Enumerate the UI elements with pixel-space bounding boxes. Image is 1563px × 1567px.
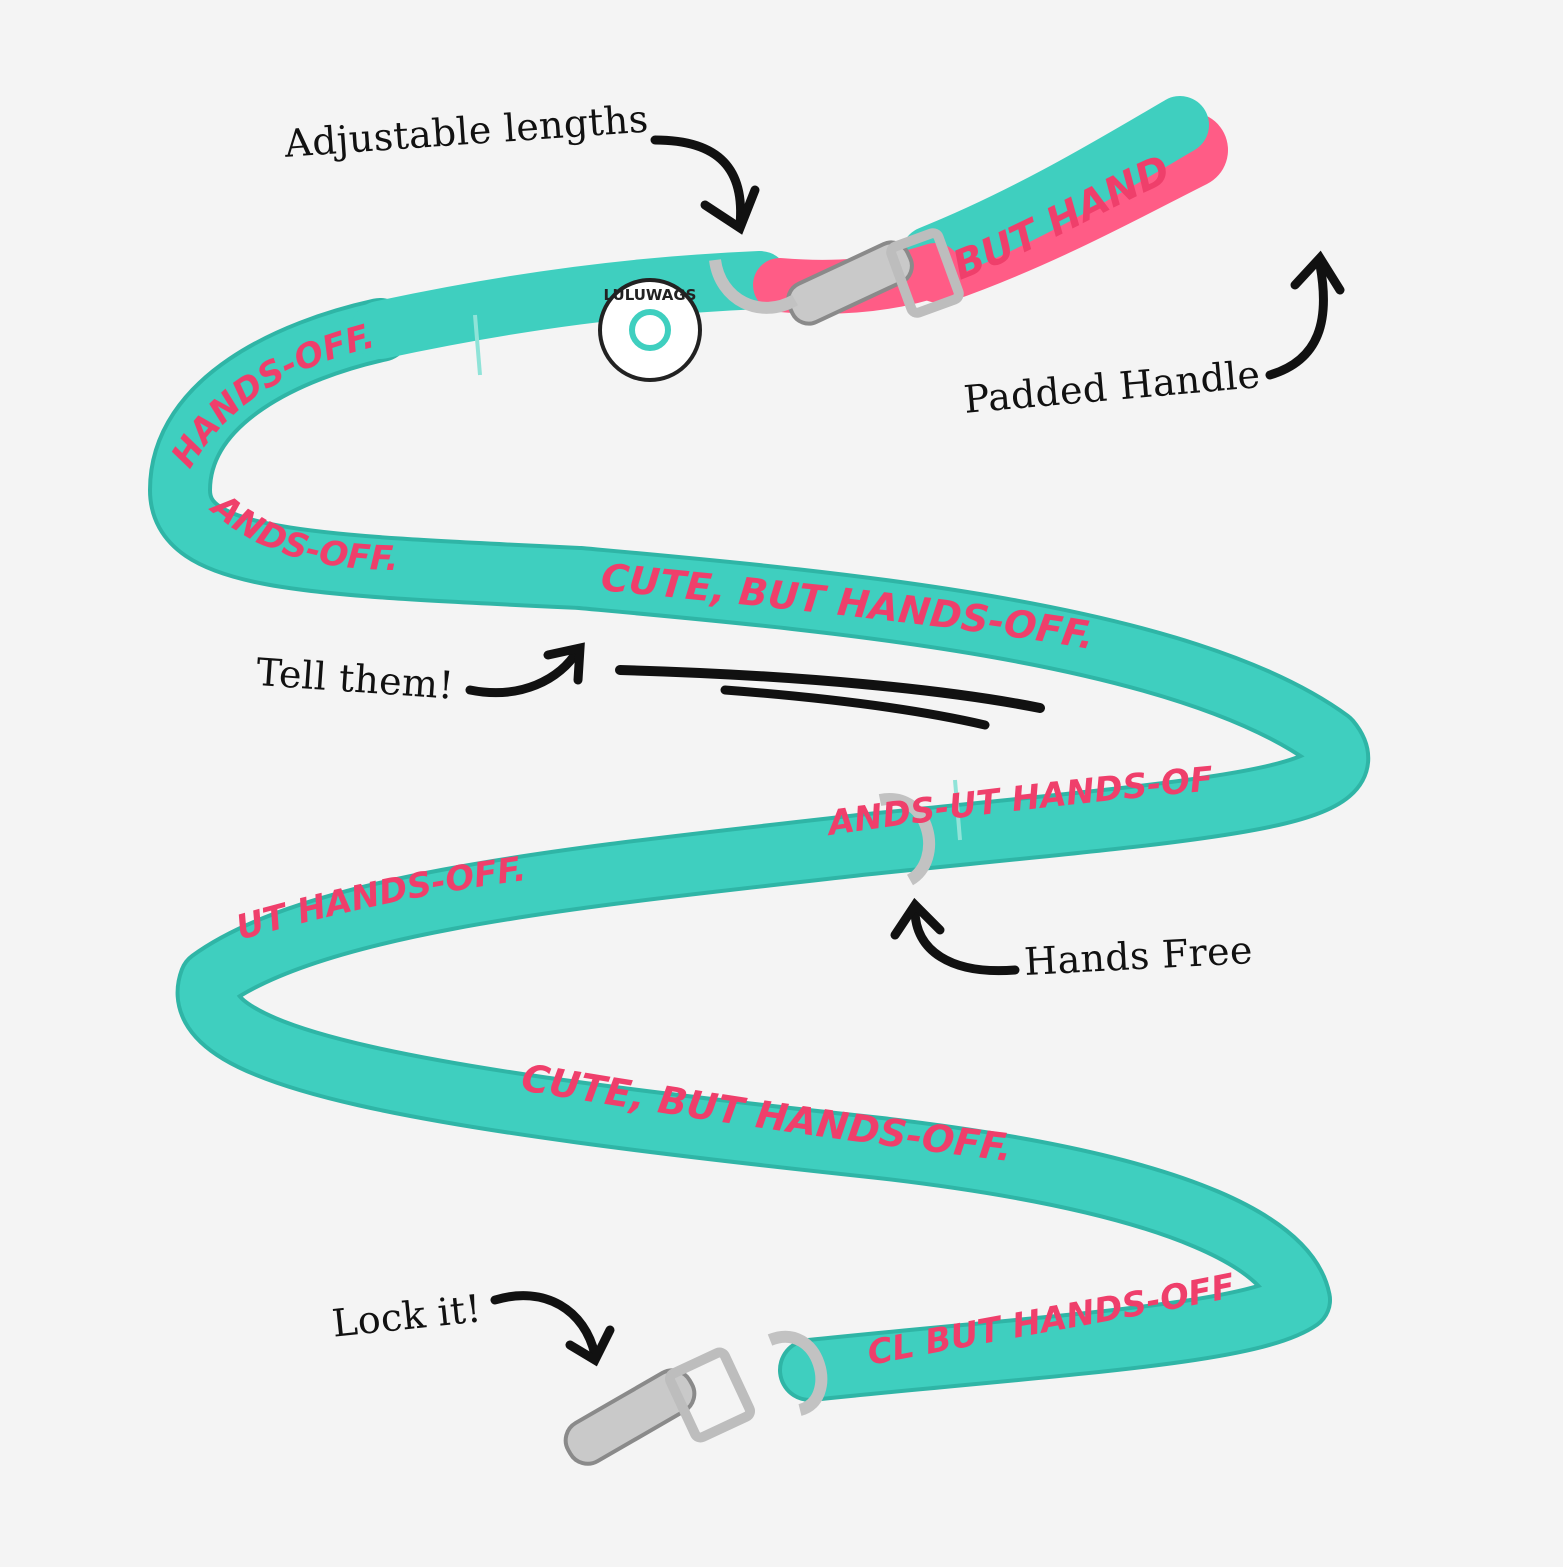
curved-arrow-icon <box>465 642 585 698</box>
curved-arrow-icon <box>1265 250 1345 380</box>
curved-arrow-icon <box>650 135 760 235</box>
leash-strap <box>148 298 1371 1402</box>
bottom-clip-icon <box>563 1347 756 1466</box>
d-ring-icon <box>709 258 936 1416</box>
clip-icon <box>786 228 964 326</box>
curved-arrow-icon <box>890 897 1020 976</box>
curved-arrow-icon <box>490 1291 615 1367</box>
badge-brand: LULUWAGS <box>603 286 696 304</box>
strap-stitching <box>473 314 962 841</box>
brand-badge-icon: LULUWAGS <box>598 278 702 382</box>
speed-lines <box>615 665 1045 730</box>
